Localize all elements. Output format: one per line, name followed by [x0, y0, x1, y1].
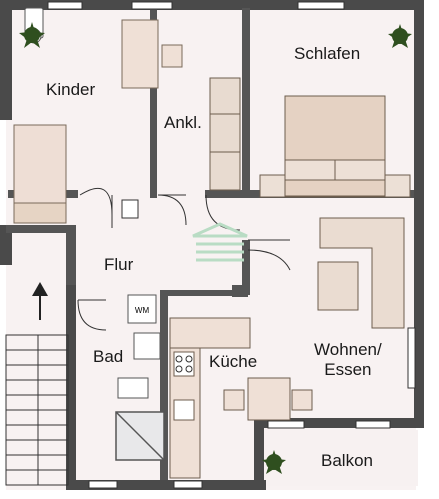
bad-shower [115, 411, 165, 461]
flur-niche [121, 199, 139, 219]
wohnen-sofa [317, 217, 405, 329]
stairs [5, 334, 69, 486]
balkon-floor [262, 430, 418, 486]
room-label-bad: Bad [93, 347, 124, 366]
room-label-wohnen-line1: Wohnen/ [314, 340, 382, 359]
kinder-desk [121, 19, 183, 89]
bad-sink [133, 332, 161, 360]
windows [47, 1, 416, 489]
outer-walls [0, 0, 424, 490]
kinder-bed [13, 124, 67, 224]
kitchen-counter [169, 317, 251, 479]
plant-balkon-icon [262, 450, 286, 474]
room-label-balkon: Balkon [321, 451, 373, 470]
bad-washer [127, 294, 157, 324]
dining-table [223, 377, 313, 421]
room-label-ankl: Ankl. [164, 113, 202, 132]
room-label-kueche: Küche [209, 352, 258, 371]
logo-watermark [192, 222, 248, 262]
schlafen-bed [259, 95, 411, 198]
room-label-wohnen: Wohnen/ Essen [314, 340, 382, 379]
bad-toilet [117, 377, 149, 399]
room-label-wohnen-line2: Essen [324, 359, 372, 379]
stair-arrow-icon [32, 282, 48, 320]
ankl-shelves [209, 77, 241, 191]
room-label-flur: Flur [104, 255, 134, 274]
room-label-kinder: Kinder [46, 80, 96, 99]
wm-label: WM [135, 306, 150, 315]
plant-schlafen-icon [388, 24, 412, 48]
stove-icon [175, 355, 193, 373]
room-label-schlafen: Schlafen [294, 44, 361, 63]
plant-kinder-icon [19, 22, 45, 48]
